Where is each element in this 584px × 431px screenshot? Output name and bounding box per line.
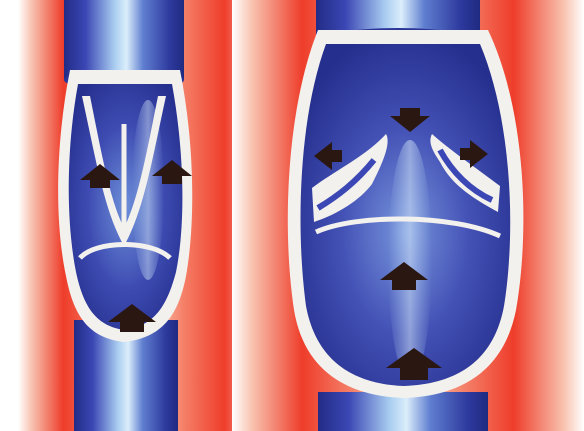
left-vein-top-segment [64,0,184,80]
left-vein [58,0,192,431]
right-vein [288,0,524,431]
